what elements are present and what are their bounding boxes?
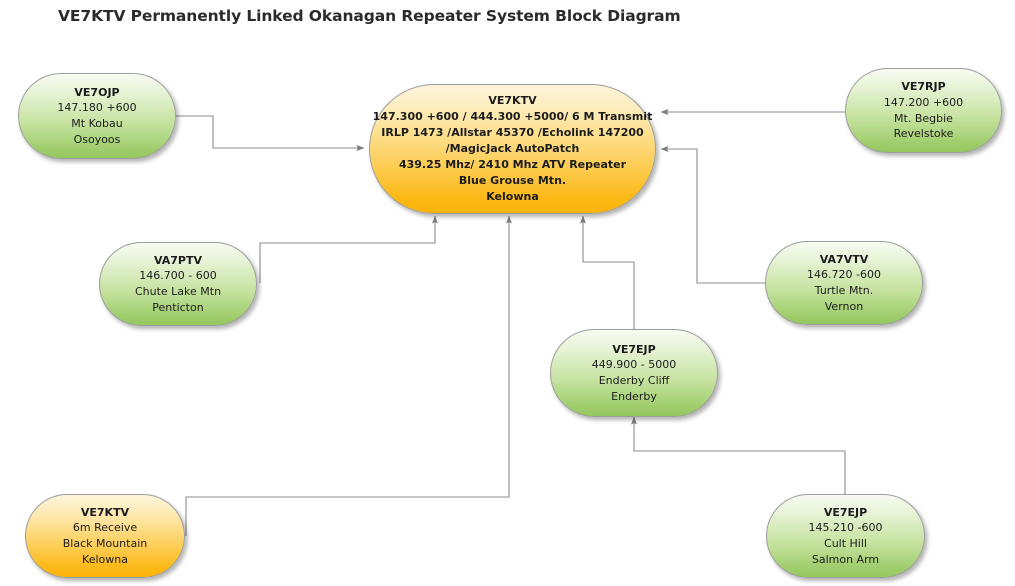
node-va7ptv-location: Penticton — [152, 300, 204, 314]
node-ve7ktv-hub-line3: IRLP 1473 /Allstar 45370 /Echolink 14720… — [381, 126, 644, 140]
node-va7ptv-site: Chute Lake Mtn — [134, 285, 222, 298]
node-ve7ktv-6m[interactable]: VE7KTV 6m Receive Black Mountain Kelowna — [25, 494, 185, 578]
node-ve7ktv-6m-callsign: VE7KTV — [80, 505, 130, 519]
node-ve7ejp-enderby-callsign: VE7EJP — [612, 342, 656, 356]
connector-ve7ejp-salmonarm-to-enderby — [630, 416, 846, 495]
node-ve7ejp-enderby[interactable]: VE7EJP 449.900 - 5000 Enderby Cliff Ende… — [550, 329, 718, 417]
node-ve7ktv-6m-site: Black Mountain — [62, 537, 148, 550]
node-ve7ktv-hub-callsign: VE7KTV — [488, 94, 537, 108]
node-va7vtv-site: Turtle Mtn. — [814, 284, 874, 297]
node-ve7ktv-hub-site: Blue Grouse Mtn. — [458, 173, 567, 187]
connector-va7ptv-to-hub — [259, 215, 438, 283]
node-ve7ktv-hub[interactable]: VE7KTV 147.300 +600 / 444.300 +5000/ 6 M… — [369, 84, 656, 214]
node-va7vtv-frequency: 146.720 -600 — [807, 268, 881, 282]
node-ve7rjp[interactable]: VE7RJP 147.200 +600 Mt. Begbie Revelstok… — [845, 68, 1002, 153]
connector-ve7ojp-to-hub — [176, 115, 365, 151]
node-ve7ejp-enderby-site: Enderby Cliff — [598, 374, 670, 387]
node-ve7ktv-hub-line4: /MagicJack AutoPatch — [445, 142, 580, 156]
node-ve7ejp-enderby-frequency: 449.900 - 5000 — [591, 358, 677, 372]
node-ve7ejp-salmonarm-site: Cult Hill — [824, 537, 867, 550]
node-ve7ojp[interactable]: VE7OJP 147.180 +600 Mt Kobau Osoyoos — [18, 73, 176, 159]
connector-va7vtv-to-hub — [660, 146, 766, 284]
node-va7ptv[interactable]: VA7PTV 146.700 - 600 Chute Lake Mtn Pent… — [99, 242, 257, 326]
node-ve7ktv-hub-line5: 439.25 Mhz/ 2410 Mhz ATV Repeater — [398, 157, 627, 171]
node-ve7ktv-hub-location: Kelowna — [486, 189, 539, 203]
node-ve7ktv-6m-frequency: 6m Receive — [72, 521, 138, 535]
node-ve7rjp-callsign: VE7RJP — [901, 80, 946, 94]
node-va7ptv-callsign: VA7PTV — [153, 253, 202, 267]
node-va7vtv-location: Vernon — [824, 299, 864, 313]
node-ve7ojp-frequency: 147.180 +600 — [57, 101, 137, 115]
node-va7vtv[interactable]: VA7VTV 146.720 -600 Turtle Mtn. Vernon — [765, 241, 923, 325]
node-ve7ejp-salmonarm-callsign: VE7EJP — [823, 505, 868, 519]
node-ve7ejp-enderby-location: Enderby — [611, 389, 657, 403]
node-ve7rjp-frequency: 147.200 +600 — [883, 95, 964, 109]
node-va7ptv-frequency: 146.700 - 600 — [139, 269, 217, 283]
node-ve7ojp-location: Osoyoos — [73, 132, 121, 146]
node-ve7ktv-hub-line2: 147.300 +600 / 444.300 +5000/ 6 M Transm… — [372, 110, 653, 124]
node-ve7ejp-salmonarm-frequency: 145.210 -600 — [808, 521, 883, 535]
node-ve7rjp-location: Revelstoke — [893, 127, 954, 141]
connector-ve7ktv6m-to-hub — [185, 215, 512, 536]
node-va7vtv-callsign: VA7VTV — [819, 252, 869, 266]
node-ve7ojp-site: Mt Kobau — [71, 117, 123, 130]
node-ve7ojp-callsign: VE7OJP — [74, 85, 120, 99]
node-ve7ejp-salmonarm-location: Salmon Arm — [811, 552, 880, 566]
connector-ve7ejp-enderby-to-hub — [579, 215, 635, 330]
node-ve7ejp-salmonarm[interactable]: VE7EJP 145.210 -600 Cult Hill Salmon Arm — [766, 494, 925, 578]
page-title: VE7KTV Permanently Linked Okanagan Repea… — [58, 7, 681, 25]
node-ve7ktv-6m-location: Kelowna — [82, 552, 128, 566]
node-ve7rjp-site: Mt. Begbie — [894, 111, 953, 125]
